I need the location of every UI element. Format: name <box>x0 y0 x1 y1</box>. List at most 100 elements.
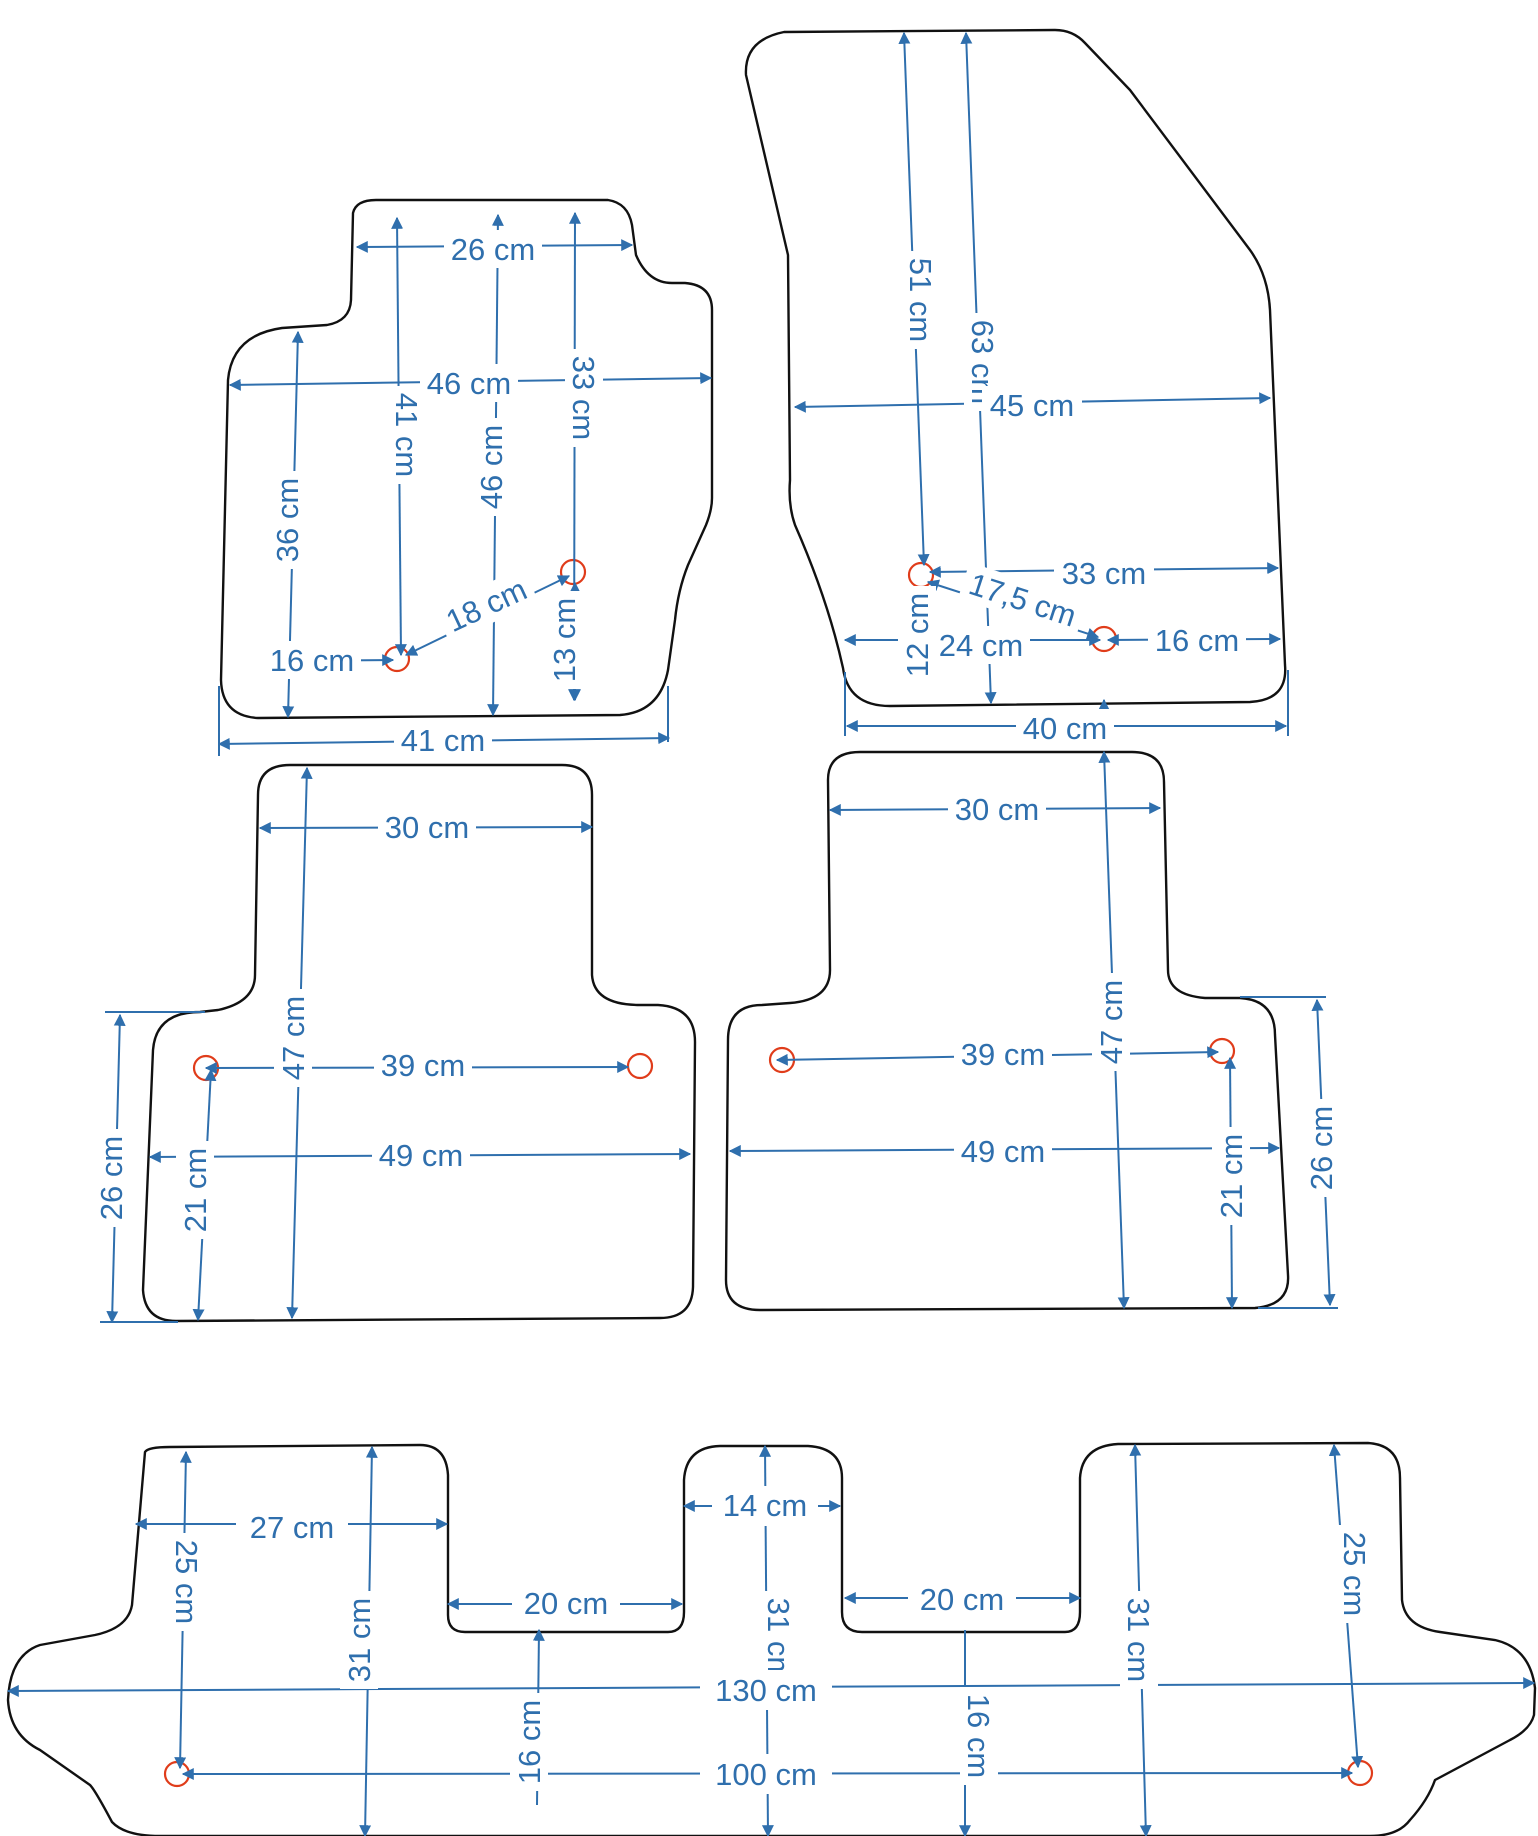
label-background <box>168 1533 206 1631</box>
dim-label: 31 cm <box>342 1598 377 1682</box>
label-background <box>444 230 542 268</box>
dim-label: 47 cm <box>276 996 311 1080</box>
dim-label: 33 cm <box>566 356 601 440</box>
dim-label-group: 16 cm <box>1148 621 1246 659</box>
dim-label-group: 49 cm <box>372 1136 470 1174</box>
dim-label: 31 cm <box>761 1598 796 1682</box>
label-background <box>902 251 940 349</box>
dim-label-group: 30 cm <box>378 808 476 846</box>
label-background <box>898 586 936 684</box>
label-background <box>960 1687 998 1785</box>
dim-label: 16 cm <box>512 1700 547 1784</box>
label-background <box>948 790 1046 828</box>
dim-label: 31 cm <box>1121 1598 1156 1682</box>
label-background <box>700 1754 832 1794</box>
dim-label-group: 33 cm <box>565 349 603 447</box>
dim-label-group: 130 cm <box>700 1670 832 1710</box>
dim-label: 33 cm <box>1062 556 1146 591</box>
dim-label: 24 cm <box>939 628 1023 663</box>
label-background <box>433 566 539 643</box>
label-background <box>420 364 518 402</box>
dim-label: 46 cm <box>474 425 509 509</box>
dim-label: 47 cm <box>1094 980 1129 1064</box>
dim-label-group: 39 cm <box>374 1046 472 1084</box>
dim-label: 26 cm <box>1304 1106 1339 1190</box>
dim-label: 100 cm <box>715 1757 817 1792</box>
dim-label: 41 cm <box>389 393 424 477</box>
dim-label: 18 cm <box>441 572 532 639</box>
dim-label: 49 cm <box>961 1134 1045 1169</box>
third-row-mat-outline <box>6 1441 1537 1836</box>
dim-label: 130 cm <box>715 1673 817 1708</box>
rear-left-mat-outline <box>141 763 697 1323</box>
dim-label-group: 46 cm <box>472 418 510 516</box>
dim-label: 12 cm <box>900 593 935 677</box>
label-background <box>394 721 492 759</box>
dim-label: 21 cm <box>178 1148 213 1232</box>
dim-label-group: 18 cm <box>433 566 539 643</box>
dim-label-group: 26 cm <box>92 1129 130 1227</box>
dim-label: 16 cm <box>270 643 354 678</box>
dim-label-group: 27 cm <box>236 1508 348 1548</box>
dim-label-group: 25 cm <box>168 1533 206 1631</box>
label-background <box>982 386 1082 424</box>
dim-label: 36 cm <box>270 478 305 562</box>
dim-label-group: 31 cm <box>340 1591 378 1689</box>
dim-label: 25 cm <box>1337 1532 1372 1616</box>
label-background <box>1148 621 1246 659</box>
dim-label-group: 33 cm <box>1054 554 1154 592</box>
dim-label-group: 26 cm <box>1302 1099 1340 1197</box>
label-background <box>1302 1099 1340 1197</box>
label-background <box>512 1584 620 1624</box>
dim-label-group: 39 cm <box>954 1035 1052 1073</box>
label-background <box>268 471 306 569</box>
label-background <box>510 1693 548 1791</box>
dim-label-group: 30 cm <box>948 790 1046 828</box>
front-right-mat-outline <box>744 28 1287 708</box>
dimension-lines <box>6 31 1536 1836</box>
dim-label-group: 41 cm <box>394 721 492 759</box>
rear-right-mat-outline <box>724 750 1290 1312</box>
label-background <box>932 626 1030 664</box>
dim-label-group: 12 cm <box>898 586 936 684</box>
dim-label-group: 20 cm <box>512 1584 620 1624</box>
dim-label-group: 45 cm <box>982 386 1082 424</box>
dim-label-group: 26 cm <box>444 230 542 268</box>
dim-label: 51 cm <box>903 258 938 342</box>
dim-label-group: 41 cm <box>388 386 426 484</box>
dim-label-group: 100 cm <box>700 1754 832 1794</box>
dim-label: 13 cm <box>547 598 582 682</box>
dim-label-group: 24 cm <box>932 626 1030 664</box>
dim-label-group: 46 cm <box>420 364 518 402</box>
dim-label: 30 cm <box>385 810 469 845</box>
label-background <box>378 808 476 846</box>
label-background <box>176 1141 214 1239</box>
label-background <box>92 1129 130 1227</box>
label-background <box>1016 709 1114 747</box>
dim-label: 16 cm <box>961 1694 996 1778</box>
dim-label: 26 cm <box>451 232 535 267</box>
label-background <box>565 349 603 447</box>
dim-label-group: 47 cm <box>274 989 312 1087</box>
dim-label: 16 cm <box>1155 623 1239 658</box>
dim-label-group: 21 cm <box>176 1141 214 1239</box>
label-background <box>545 591 583 689</box>
dim-label-group: 49 cm <box>954 1132 1052 1170</box>
dim-label-group: 20 cm <box>908 1580 1016 1620</box>
dim-label: 20 cm <box>920 1582 1004 1617</box>
label-background <box>236 1508 348 1548</box>
label-background <box>760 1591 798 1689</box>
label-background <box>274 989 312 1087</box>
label-background <box>954 1035 1052 1073</box>
front-left-mat-outline <box>219 198 714 720</box>
dim-label-group: 16 cm <box>960 1687 998 1785</box>
dim-label-group: 21 cm <box>1212 1127 1250 1225</box>
mount-point-marker <box>626 1052 654 1080</box>
label-background <box>954 1132 1052 1170</box>
label-background <box>908 1580 1016 1620</box>
extension-lines <box>100 670 1338 1323</box>
label-background <box>712 1486 818 1526</box>
label-background <box>263 641 361 679</box>
label-background <box>1054 554 1154 592</box>
dim-label: 21 cm <box>1214 1134 1249 1218</box>
